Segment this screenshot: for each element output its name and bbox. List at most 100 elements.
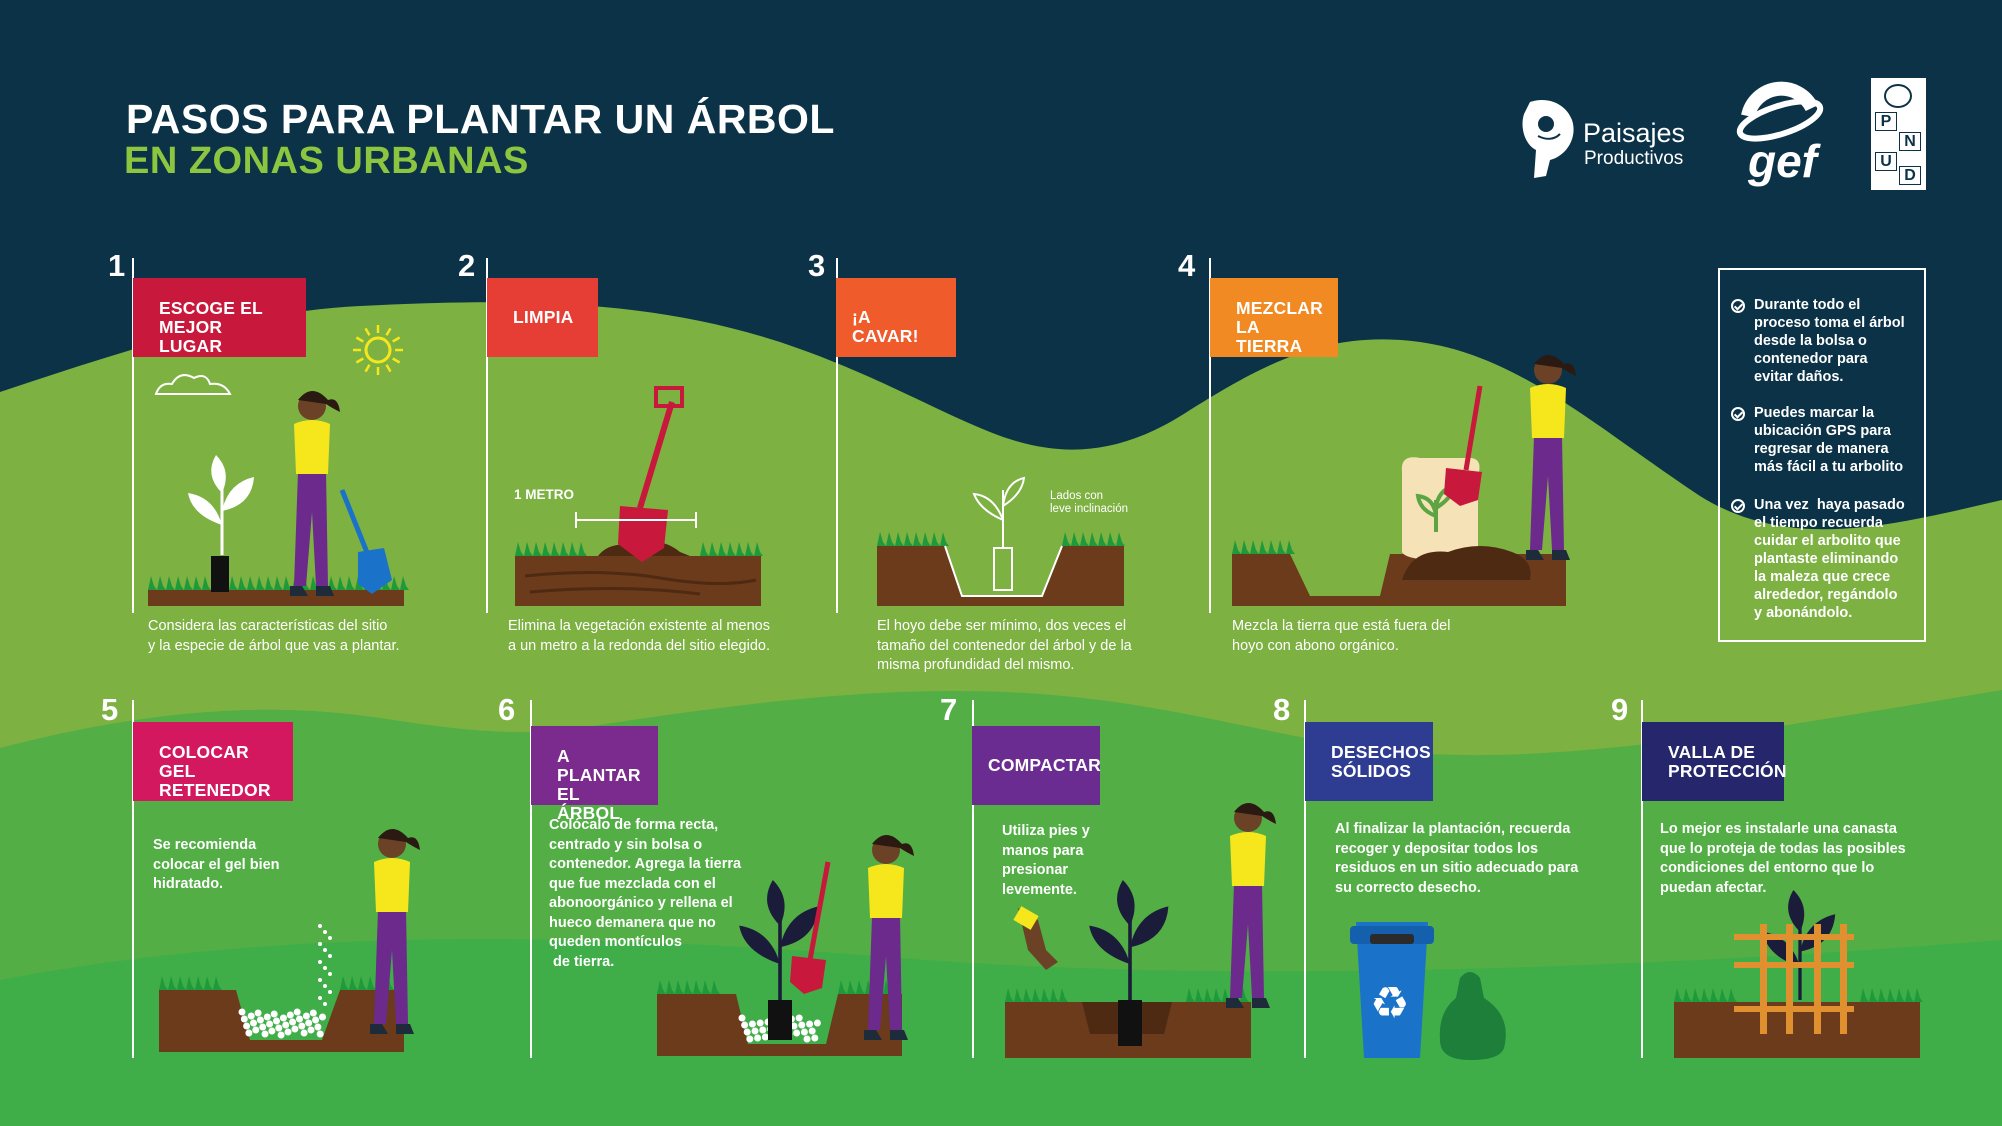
gel-bead-icon [746, 1035, 754, 1043]
tip-line: plantaste eliminando [1754, 551, 1899, 567]
lados-annotation-line1: Lados con [1050, 490, 1104, 502]
step-description-line: presionar [1002, 862, 1069, 878]
gel-drop-icon [318, 996, 322, 1000]
gel-bead-icon [243, 1022, 251, 1030]
shovel-handle [807, 861, 831, 961]
fence-rail-icon [1734, 962, 1854, 968]
dark-plant-leaf [1117, 880, 1135, 926]
sun-ray [392, 357, 401, 364]
gel-bead-icon [284, 1028, 292, 1036]
step-description-line: tamaño del contenedor del árbol y de la [877, 637, 1132, 654]
check-circle-icon [1731, 499, 1745, 513]
step-number: 4 [1178, 248, 1196, 283]
grass-icon [1005, 988, 1068, 1002]
step-label: LIMPIA [487, 278, 598, 357]
plant-leaf [211, 455, 226, 493]
step-divider [1304, 700, 1306, 1058]
grass-icon [700, 542, 763, 556]
un-emblem-icon [1884, 84, 1912, 108]
step-description-line: El hoyo debe ser mínimo, dos veces el [877, 618, 1127, 634]
fence-post-icon [1840, 924, 1847, 1034]
tip-line: proceso toma el árbol [1754, 315, 1905, 331]
compost-pile-icon [1402, 546, 1531, 580]
gel-bead-icon [247, 1012, 255, 1020]
step-description-line: y la especie de árbol que vas a plantar. [148, 637, 400, 654]
gel-bead-icon [759, 1026, 767, 1034]
sun-ray [385, 327, 392, 336]
step-description-line: Mezcla la tierra que está fuera del [1232, 618, 1451, 634]
grass-icon [515, 542, 587, 556]
woman-shirt [294, 420, 330, 474]
woman-legs [1530, 436, 1564, 550]
gel-bead-icon [811, 1034, 819, 1042]
step-divider [132, 258, 134, 613]
recycle-bin-icon [1356, 922, 1428, 1058]
grass-icon [1232, 540, 1295, 554]
woman-hair [378, 829, 420, 850]
fence-post-icon [1760, 924, 1767, 1034]
sun-ray [392, 336, 401, 343]
gel-bead-icon [291, 1025, 299, 1033]
gel-bead-icon [790, 1022, 798, 1030]
pnud-letter: D [1899, 166, 1921, 185]
gel-drop-icon [323, 966, 327, 970]
tips-box [1718, 268, 1926, 642]
step-description-line: condiciones del entorno que lo [1660, 860, 1875, 876]
gel-bead-icon [256, 1016, 264, 1024]
tip-line: contenedor para [1754, 351, 1868, 367]
recycle-symbol-icon: ♻ [1370, 978, 1409, 1029]
gel-bead-icon [286, 1011, 294, 1019]
grass-icon [1860, 988, 1923, 1002]
step-label-line: DESECHOS [1331, 742, 1431, 762]
gel-bead-icon [238, 1008, 246, 1016]
bin-handle-icon [1370, 934, 1414, 944]
gel-bead-icon [293, 1008, 301, 1016]
step-divider [530, 700, 532, 1058]
step-description-line: levemente. [1002, 881, 1077, 898]
grass-icon [838, 980, 901, 994]
gel-bead-icon [300, 1029, 308, 1037]
fence-rail-icon [1734, 1006, 1854, 1012]
step-number: 2 [458, 248, 476, 283]
soil-icon [877, 546, 1124, 606]
gel-bead-icon [254, 1009, 262, 1017]
soil-icon [159, 990, 404, 1052]
page-title: PASOS PARA PLANTAR UN ÁRBOL [126, 96, 835, 142]
gel-bead-icon [761, 1033, 769, 1041]
gel-bead-icon [282, 1021, 290, 1029]
fence-post-icon [1786, 924, 1793, 1034]
soil-icon [657, 994, 902, 1056]
gel-bead-icon [741, 1021, 749, 1029]
gel-bead-icon [263, 1013, 271, 1021]
step-description-line: Se recomienda [153, 837, 257, 853]
gel-bead-icon [795, 1014, 803, 1022]
sun-ray [385, 364, 392, 373]
tip-line: Durante todo el [1754, 297, 1861, 313]
gel-bead-icon [270, 1010, 278, 1018]
sleeve-icon [1013, 906, 1039, 930]
gef-logo-text: gef [1748, 135, 1817, 187]
woman-shirt [1530, 384, 1566, 438]
tip-line: evitar daños. [1754, 369, 1844, 385]
gel-bead-icon [261, 1030, 269, 1038]
step-label-line: MEJOR LUGAR [159, 317, 223, 356]
step-divider [836, 258, 838, 613]
step-label: COMPACTAR [972, 726, 1101, 805]
gel-bead-icon [319, 1013, 326, 1021]
step-label-line: RETENEDOR [159, 780, 271, 800]
sun-ray [355, 336, 364, 343]
step-description-line: Utiliza pies y [1002, 823, 1090, 839]
gel-bead-icon [252, 1026, 260, 1034]
gel-bead-icon [298, 1022, 306, 1030]
gel-bead-icon [813, 1019, 821, 1027]
dark-plant-leaf [1089, 925, 1130, 964]
page-subtitle: EN ZONAS URBANAS [124, 140, 529, 182]
gel-drop-icon [328, 954, 332, 958]
check-circle-icon [1731, 407, 1745, 421]
tip-line: y abonándolo. [1754, 605, 1853, 621]
